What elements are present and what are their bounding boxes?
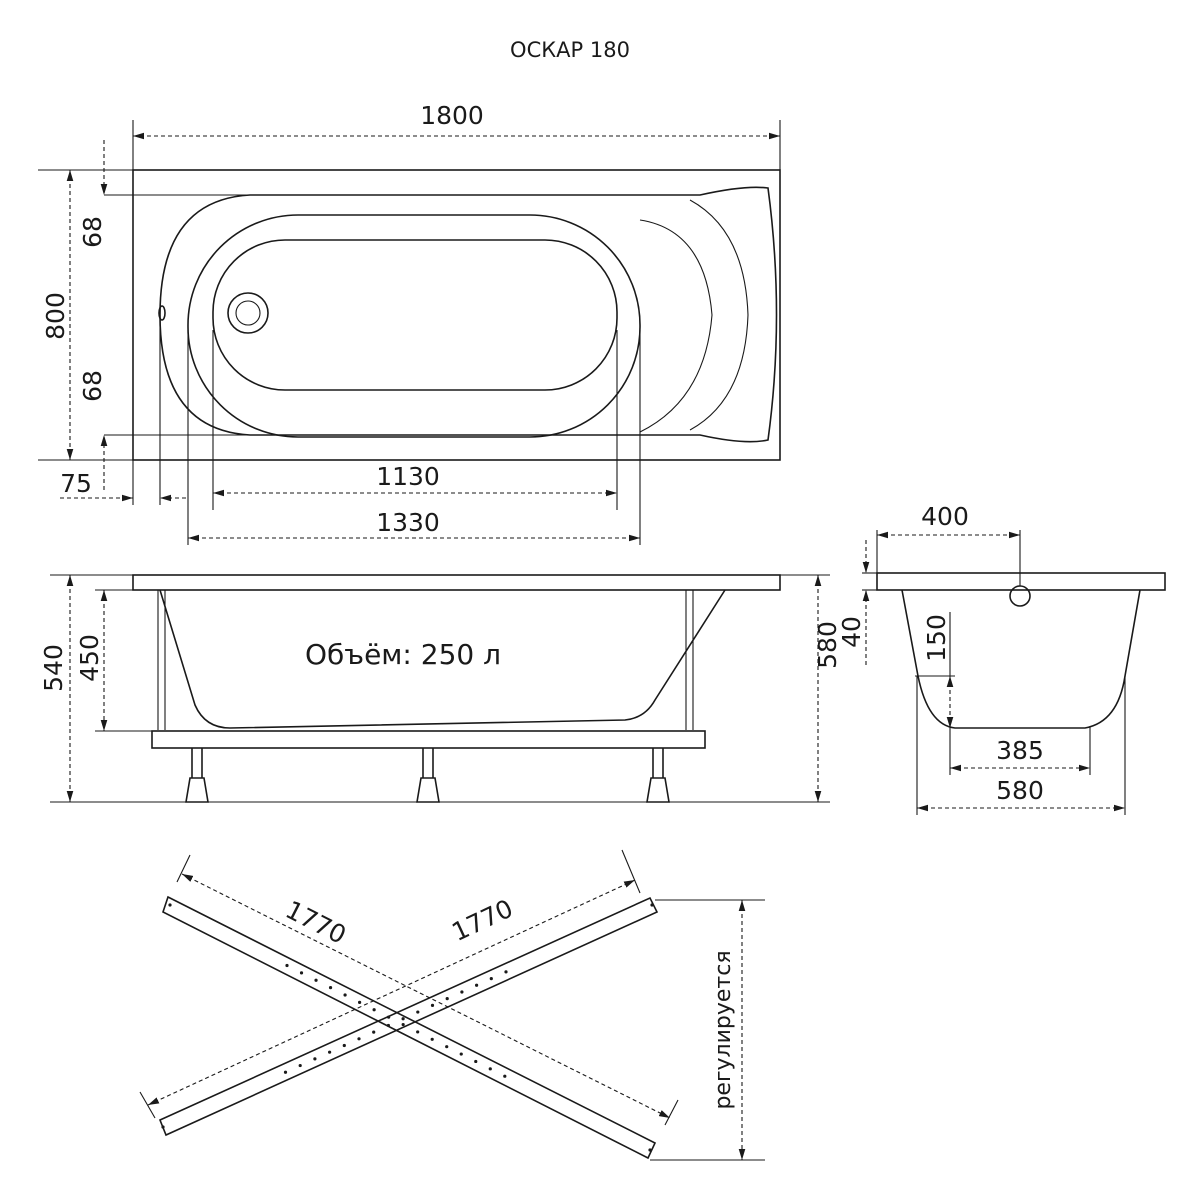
- mounting-hole: [504, 970, 508, 974]
- mounting-hole: [416, 1030, 420, 1034]
- mounting-hole: [299, 971, 304, 975]
- dim-rim-top: 68: [78, 216, 107, 248]
- adjustable-legs: [185, 748, 670, 803]
- mounting-hole: [314, 978, 318, 982]
- mounting-hole: [313, 1057, 317, 1061]
- mounting-hole: [503, 1074, 507, 1078]
- mounting-hole: [460, 990, 464, 994]
- support-frame: [151, 730, 706, 749]
- dim-bottom-width: 385: [996, 736, 1044, 765]
- mounting-hole: [475, 983, 479, 987]
- mounting-hole: [445, 1045, 449, 1049]
- mounting-hole: [430, 1037, 434, 1041]
- mounting-hole: [474, 1059, 478, 1064]
- mounting-hole: [328, 1050, 332, 1054]
- volume-label: Объём: 250 л: [305, 638, 501, 671]
- mounting-hole: [386, 1023, 390, 1028]
- dim-width: 800: [41, 292, 70, 340]
- drain-icon: [227, 292, 269, 334]
- dim-length: 1800: [420, 101, 484, 130]
- mounting-hole: [372, 1030, 376, 1034]
- dim-rim-bottom: 68: [78, 370, 107, 402]
- side-view: Объём: 250 л 540 450 580: [39, 574, 842, 803]
- mounting-hole: [650, 903, 654, 907]
- dim-depth: 450: [75, 634, 104, 682]
- dim-offset-left: 75: [60, 469, 92, 498]
- mounting-hole: [387, 1015, 391, 1019]
- end-view: 400 40 150 385 580: [837, 502, 1166, 815]
- mounting-hole: [343, 993, 347, 997]
- dim-inner-top: 1330: [376, 508, 440, 537]
- dim-total-height: 540: [39, 644, 68, 692]
- overflow-icon: [158, 305, 166, 321]
- mounting-hole: [648, 1148, 652, 1152]
- mounting-hole: [488, 1067, 492, 1071]
- mounting-hole: [459, 1052, 463, 1056]
- mounting-hole: [372, 1008, 376, 1012]
- mounting-hole: [401, 1022, 405, 1027]
- mounting-hole: [168, 903, 172, 907]
- mounting-hole: [489, 976, 493, 981]
- mounting-hole: [161, 1125, 165, 1129]
- overflow-icon: [1009, 585, 1031, 607]
- mounting-hole: [283, 1070, 288, 1074]
- mounting-hole: [445, 997, 449, 1001]
- mounting-hole: [416, 1010, 420, 1014]
- drawing-title: ОСКАР 180: [510, 38, 630, 62]
- mounting-hole: [357, 1037, 361, 1041]
- mounting-hole: [358, 1000, 362, 1005]
- mounting-hole: [328, 986, 333, 990]
- top-view: 1800 800 68 68 75 1130 1330: [38, 101, 781, 545]
- mounting-hole: [285, 963, 289, 968]
- frame-bar-2: [158, 896, 659, 1137]
- dim-overflow-offset: 400: [921, 502, 969, 531]
- dim-bottom-height: 150: [922, 614, 951, 662]
- dim-rim-thickness: 40: [837, 616, 866, 648]
- adjustable-label: регулируется: [711, 950, 736, 1109]
- mounting-hole: [342, 1043, 346, 1048]
- dim-inner-bottom: 1130: [376, 462, 440, 491]
- dim-bar1-length: 1770: [281, 895, 351, 950]
- mounting-hole: [298, 1063, 302, 1068]
- mounting-hole: [430, 1003, 435, 1007]
- mounting-hole: [401, 1017, 405, 1021]
- frame-bar-1: [162, 895, 657, 1160]
- cross-frame: 1770 1770 регулируется: [139, 849, 765, 1161]
- dim-base-width: 580: [996, 776, 1044, 805]
- dim-height-right: 580: [813, 621, 842, 669]
